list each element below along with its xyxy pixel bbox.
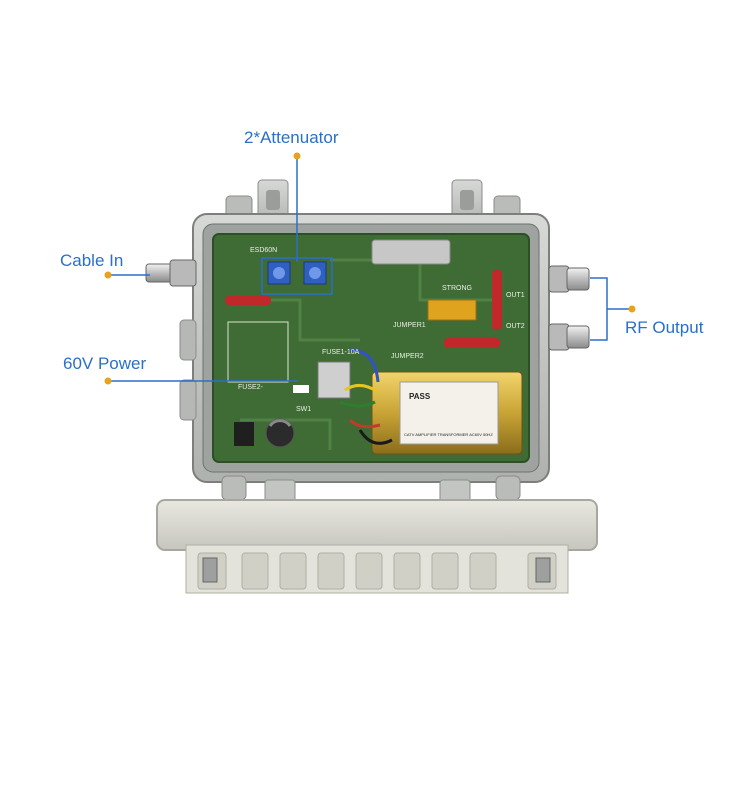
pcb-brand-text: STRONG: [442, 285, 472, 292]
pcb-model-text: ESD60N: [250, 247, 277, 254]
housing-lid: [156, 499, 598, 594]
pcb-fuse1-text: FUSE1-10A: [322, 349, 360, 356]
pcb-markings: ESD60N STRONG OUT1 OUT2 JUMPER1 JUMPER2 …: [238, 247, 525, 437]
pcb-board: [212, 233, 530, 463]
annotation-dots: [104, 152, 636, 385]
pcb-out1-text: OUT1: [506, 292, 525, 299]
pcb-jumper2-text: JUMPER2: [391, 353, 424, 360]
pcb-sw1-text: SW1: [296, 406, 311, 413]
pcb-jumper1-text: JUMPER1: [393, 322, 426, 329]
cable-in-label: Cable In: [60, 251, 124, 270]
rf-output-label: RF Output: [625, 318, 704, 337]
pcb-out2-text: OUT2: [506, 323, 525, 330]
power-label: 60V Power: [63, 354, 147, 373]
transformer-brand-text: PASS: [409, 392, 431, 401]
pcb-fuse2-text: FUSE2-: [238, 384, 264, 391]
annotation-lines: [108, 156, 632, 382]
f-connectors: [145, 259, 590, 351]
attenuator-label: 2*Attenuator: [244, 128, 339, 147]
transformer-label-text: CATV AMPLIFIER TRANSFORMER AC60V 50HZ: [404, 432, 493, 437]
